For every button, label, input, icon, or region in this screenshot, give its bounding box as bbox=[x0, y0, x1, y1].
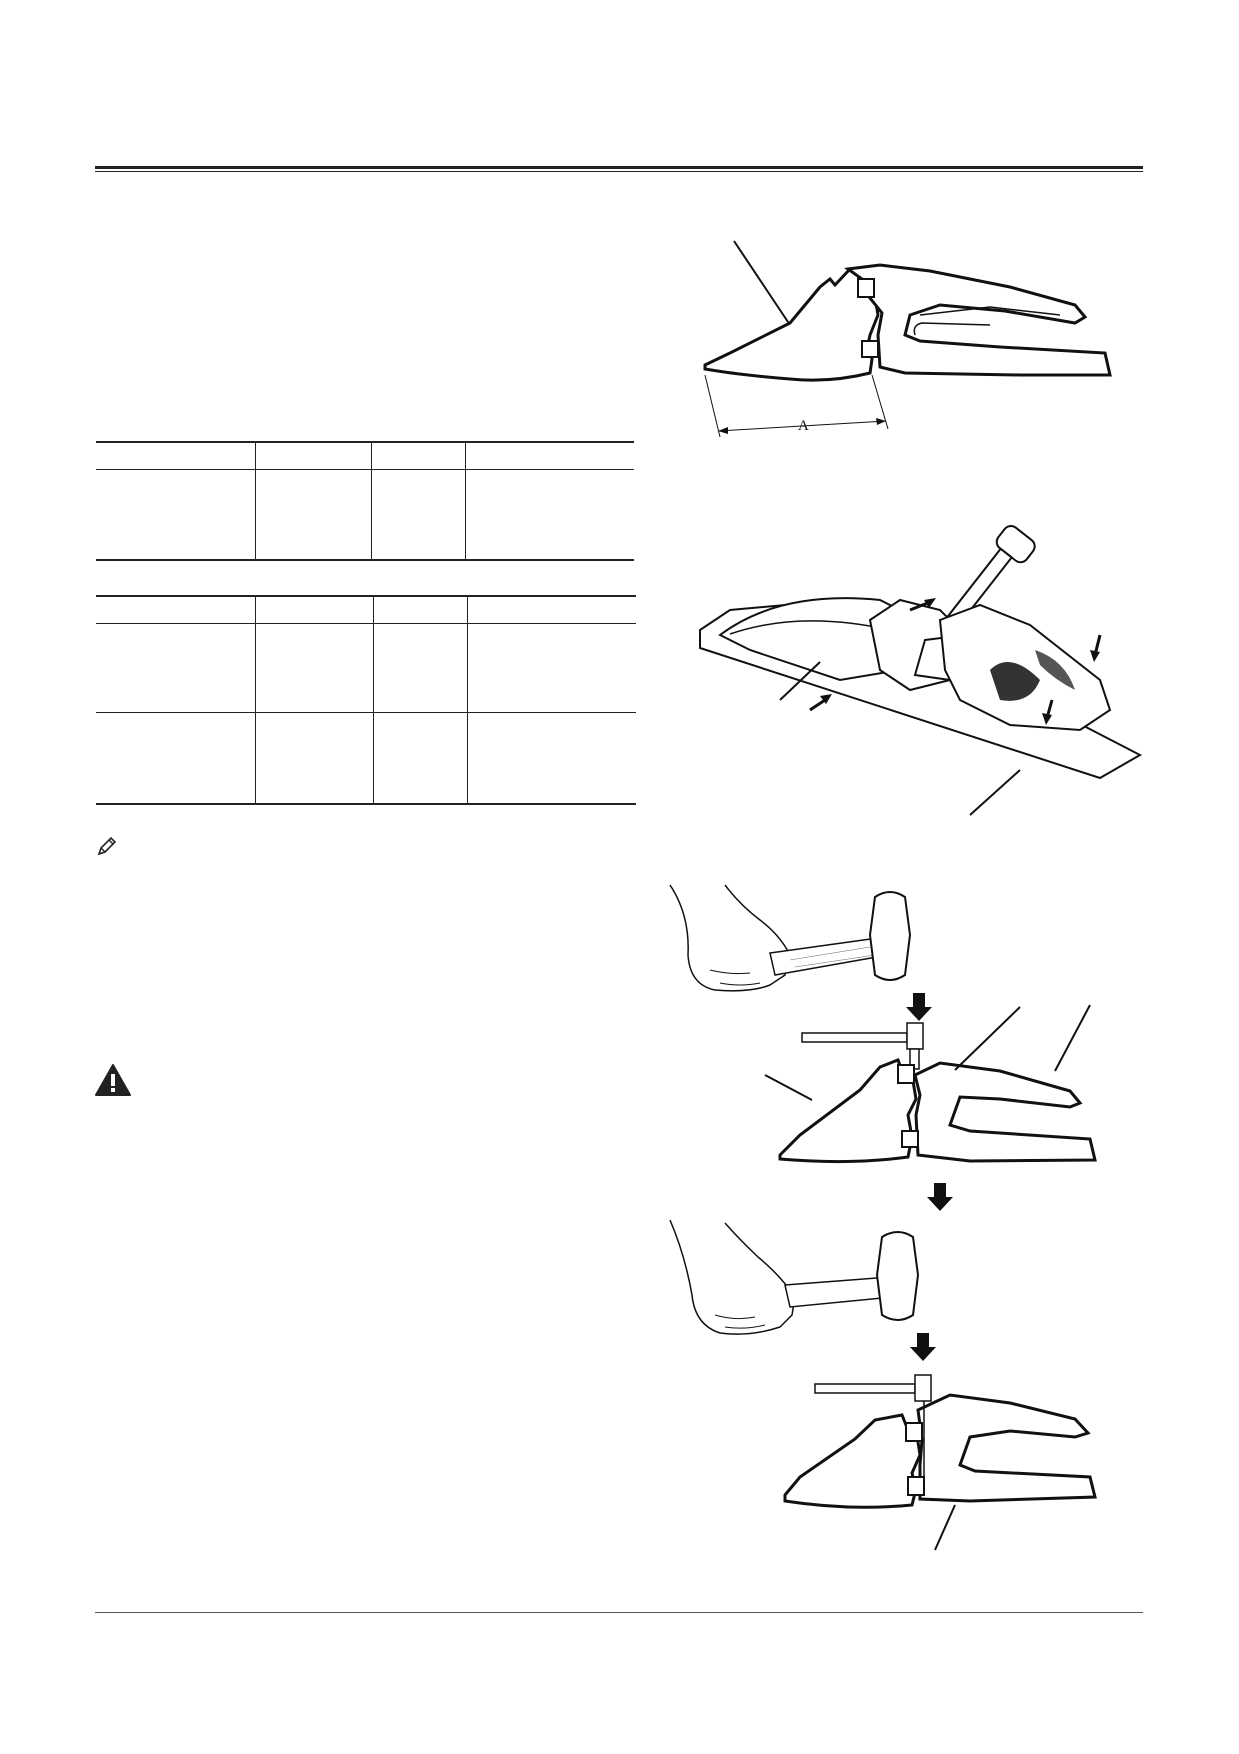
table2-bottom-rule bbox=[96, 803, 636, 805]
table1-col-divider bbox=[371, 441, 372, 559]
pencil-note-icon bbox=[97, 836, 117, 856]
table1-bottom-rule bbox=[96, 559, 634, 561]
table2-col-divider bbox=[467, 595, 468, 803]
table1-header-rule bbox=[96, 469, 634, 470]
table1-col-divider bbox=[255, 441, 256, 559]
table2-header-rule bbox=[96, 623, 636, 624]
table2-col-divider bbox=[373, 595, 374, 803]
tooth-removal-with-hammer-diagram bbox=[699, 525, 1143, 816]
warning-triangle-icon bbox=[95, 1064, 131, 1096]
pin-insertion-step-2 bbox=[669, 1219, 1097, 1551]
table1-top-rule bbox=[96, 441, 634, 443]
table1-col-divider bbox=[465, 441, 466, 559]
header-rule-top bbox=[95, 166, 1143, 169]
header-rule-bottom bbox=[95, 171, 1143, 172]
dimension-label-a: A bbox=[798, 418, 809, 434]
table2-col-divider bbox=[255, 595, 256, 803]
down-arrow-icon bbox=[927, 1183, 953, 1211]
pin-insertion-step-1 bbox=[669, 884, 1097, 1164]
tooth-tip-on-adapter-diagram bbox=[703, 240, 1112, 438]
footer-rule bbox=[95, 1612, 1143, 1613]
table2-row-rule bbox=[96, 712, 636, 713]
table2-top-rule bbox=[96, 595, 636, 597]
